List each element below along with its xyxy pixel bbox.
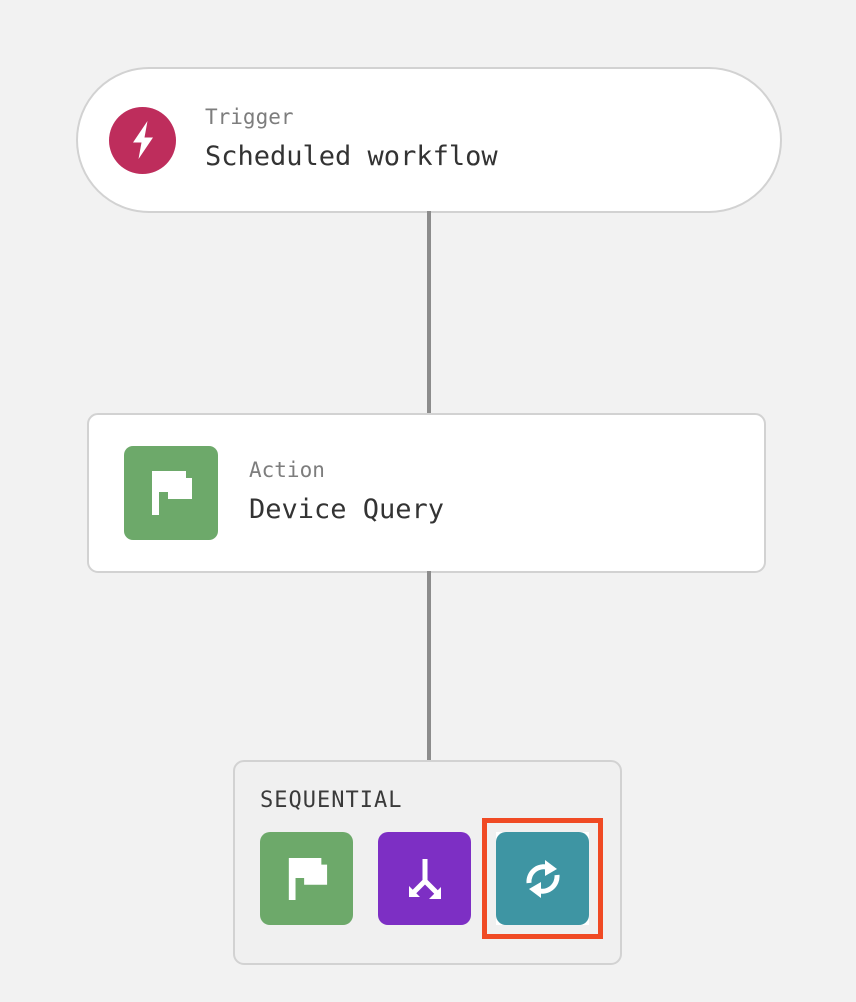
sequential-tile-row — [260, 818, 620, 939]
branch-arrows-icon — [401, 855, 449, 903]
flag-icon — [124, 446, 218, 540]
refresh-loop-icon — [519, 855, 567, 903]
sequential-tile-branch-wrapper — [378, 832, 471, 925]
action-node-card[interactable]: Action Device Query — [87, 413, 766, 573]
sequential-tile-flag-wrapper — [260, 832, 353, 925]
action-kind-label: Action — [249, 458, 325, 483]
trigger-node-text: Trigger Scheduled workflow — [205, 104, 498, 175]
sequential-tile-flag[interactable] — [260, 832, 353, 925]
trigger-title: Scheduled workflow — [205, 140, 498, 172]
action-node-text: Action Device Query — [249, 457, 444, 528]
sequential-group-container[interactable]: SEQUENTIAL — [233, 760, 622, 965]
sequential-tile-branch[interactable] — [378, 832, 471, 925]
connector-action-to-sequential — [427, 571, 431, 761]
flag-icon — [285, 856, 329, 902]
lightning-bolt-icon — [109, 106, 176, 174]
sequential-tile-loop[interactable] — [496, 832, 589, 925]
sequential-tile-loop-wrapper — [482, 818, 603, 939]
action-title: Device Query — [249, 493, 445, 525]
trigger-node-card[interactable]: Trigger Scheduled workflow — [76, 67, 782, 213]
connector-trigger-to-action — [427, 211, 431, 414]
trigger-kind-label: Trigger — [205, 105, 294, 130]
sequential-group-label: SEQUENTIAL — [260, 788, 403, 813]
